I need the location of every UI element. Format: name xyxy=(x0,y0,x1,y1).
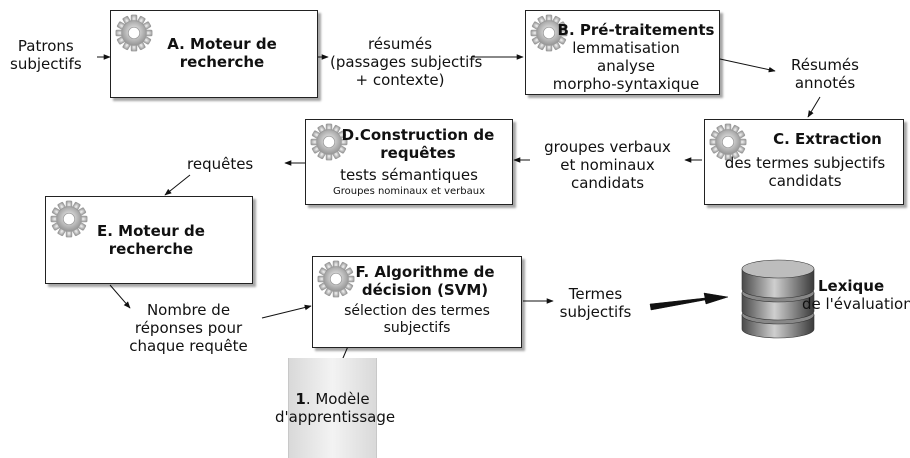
lexique-label: Lexique de l'évaluation xyxy=(802,277,910,313)
model-label: 1. Modèle d'apprentissage xyxy=(275,390,396,426)
arrow-e-to-nombre xyxy=(109,284,131,309)
arrow-requetes-to-e xyxy=(164,174,191,196)
arrow-b-to-resumes-annotes xyxy=(719,58,776,73)
label-resumes: résumés(passages subjectifs+ contexte) xyxy=(330,35,483,89)
label-requetes: requêtes xyxy=(187,155,254,173)
arrow-termes-to-lexique xyxy=(649,292,729,311)
box-1-modele-d-apprentissage: 1. Modèle d'apprentissage xyxy=(275,358,395,458)
box-b-title: B. Pré-traitements xyxy=(557,21,715,39)
database-icon xyxy=(741,259,815,339)
arrow-nombre-to-f xyxy=(261,304,312,319)
box-d-small: Groupes nominaux et verbaux xyxy=(332,186,486,197)
box-c-title: C. Extraction xyxy=(773,130,882,148)
box-d-line: tests sémantiques xyxy=(340,166,478,184)
arrow-annotes-to-c xyxy=(807,96,821,118)
